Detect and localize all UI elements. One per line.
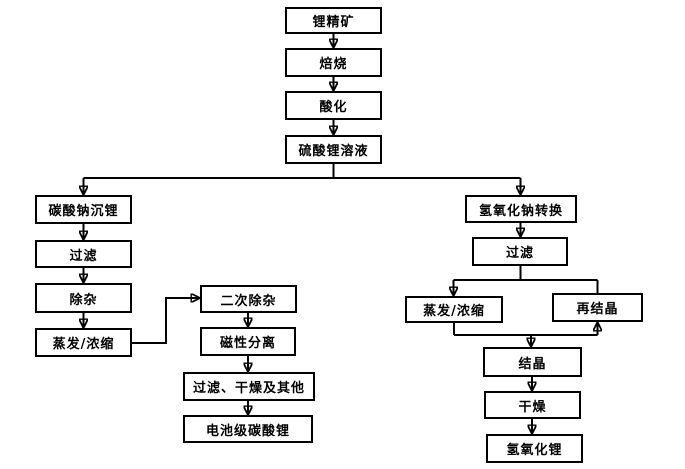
node-impurity-removal: 除杂 [35,283,132,313]
node-roasting: 焙烧 [285,48,382,77]
node-evaporation-concentration-left: 蒸发/浓缩 [35,328,132,357]
node-lithium-sulfate-solution: 硫酸锂溶液 [285,135,382,164]
node-acidification: 酸化 [285,91,382,120]
node-magnetic-separation: 磁性分离 [200,327,296,356]
node-recrystallization: 再结晶 [552,293,643,322]
node-battery-grade-lithium-carbonate: 电池级碳酸锂 [183,415,313,443]
node-evaporation-concentration-right: 蒸发/浓缩 [405,296,503,323]
node-sodium-carbonate-precipitation: 碳酸钠沉锂 [35,195,132,224]
node-secondary-impurity-removal: 二次除杂 [200,285,297,313]
node-filtration-right: 过滤 [472,237,568,266]
node-sodium-hydroxide-conversion: 氢氧化钠转换 [465,195,577,223]
node-filtration-drying-others: 过滤、干燥及其他 [183,372,315,401]
node-filtration-left: 过滤 [35,240,132,268]
node-lithium-concentrate: 锂精矿 [285,7,382,34]
node-drying: 干燥 [484,391,581,419]
node-crystallization: 结晶 [483,347,582,377]
node-lithium-hydroxide: 氢氧化锂 [486,434,583,463]
